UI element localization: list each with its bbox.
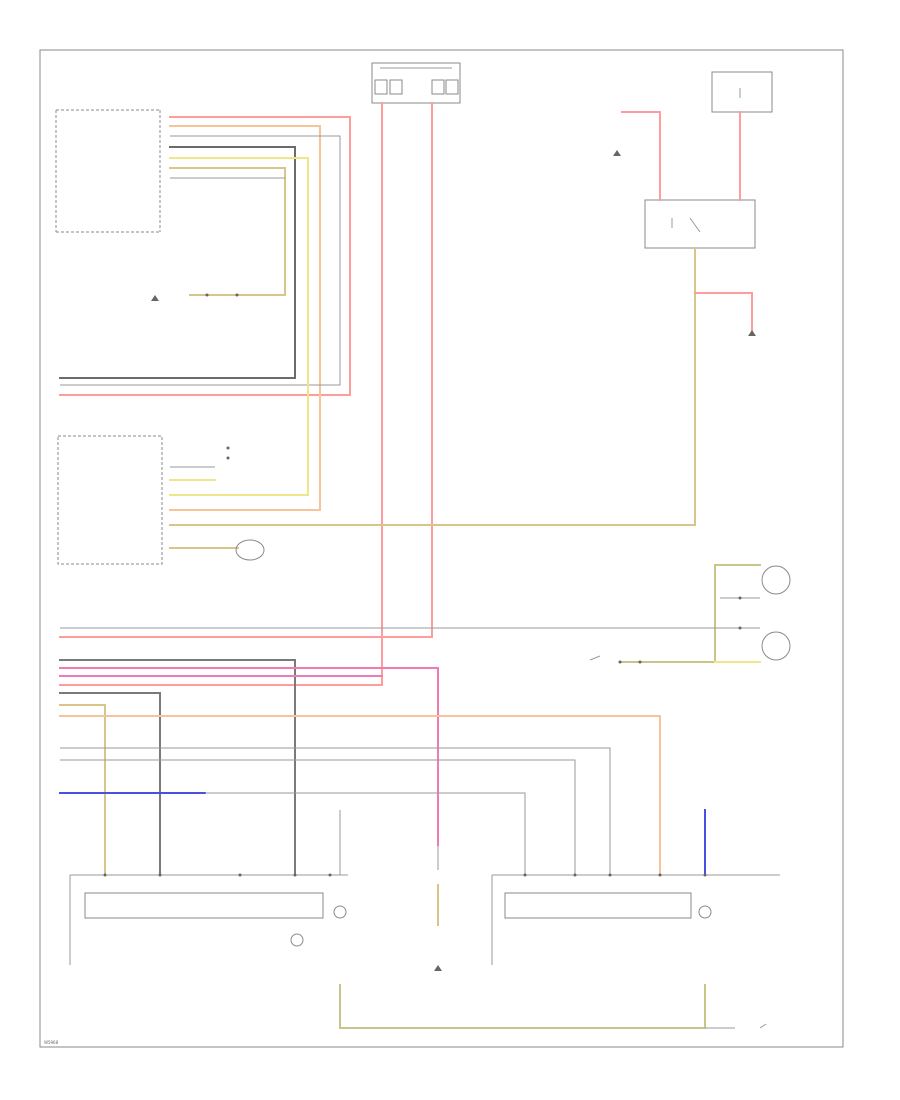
- wire-tan-1: [169, 167, 286, 296]
- ground-icon: [151, 150, 756, 971]
- light-switch: [55, 109, 161, 233]
- lamp-icon: [761, 565, 791, 661]
- wire-orange-h6: [59, 715, 661, 876]
- wire-olive-lamps: [619, 564, 761, 663]
- wire-gray-1: [60, 135, 341, 386]
- left-tail-light-assembly: [69, 874, 348, 965]
- wire-red-fuse-left: [59, 102, 383, 686]
- wire-orange-1: [169, 125, 321, 511]
- wire-dark-h4: [59, 692, 161, 876]
- wire-olive-bottom: [339, 984, 706, 1029]
- fuse-box-top: [371, 62, 461, 104]
- relay-group-top-right: [644, 71, 773, 249]
- right-tail-light-assembly: [491, 874, 780, 965]
- headlight-module: [57, 435, 163, 565]
- wire-gray-h7: [60, 747, 611, 875]
- switch-icon: [235, 539, 767, 1029]
- wire-yellow-1: [169, 157, 309, 496]
- diagram-border: [39, 49, 844, 1048]
- diagram-id: W5968: [44, 1040, 59, 1045]
- wire-red-relay: [621, 111, 661, 201]
- wire-red-relay-3: [694, 292, 753, 331]
- wire-red-fuse-right: [59, 102, 433, 638]
- wire-gray-h10: [205, 792, 526, 875]
- connector-dots: [103, 293, 742, 877]
- wire-tan-h5: [59, 704, 106, 876]
- wire-pink-h2: [59, 667, 439, 846]
- wire-red-1: [59, 116, 351, 396]
- wire-dark-h1: [59, 659, 296, 876]
- wire-dark-1: [59, 146, 296, 379]
- wire-tan-relay: [169, 247, 696, 526]
- wire-gray-h8: [60, 759, 576, 875]
